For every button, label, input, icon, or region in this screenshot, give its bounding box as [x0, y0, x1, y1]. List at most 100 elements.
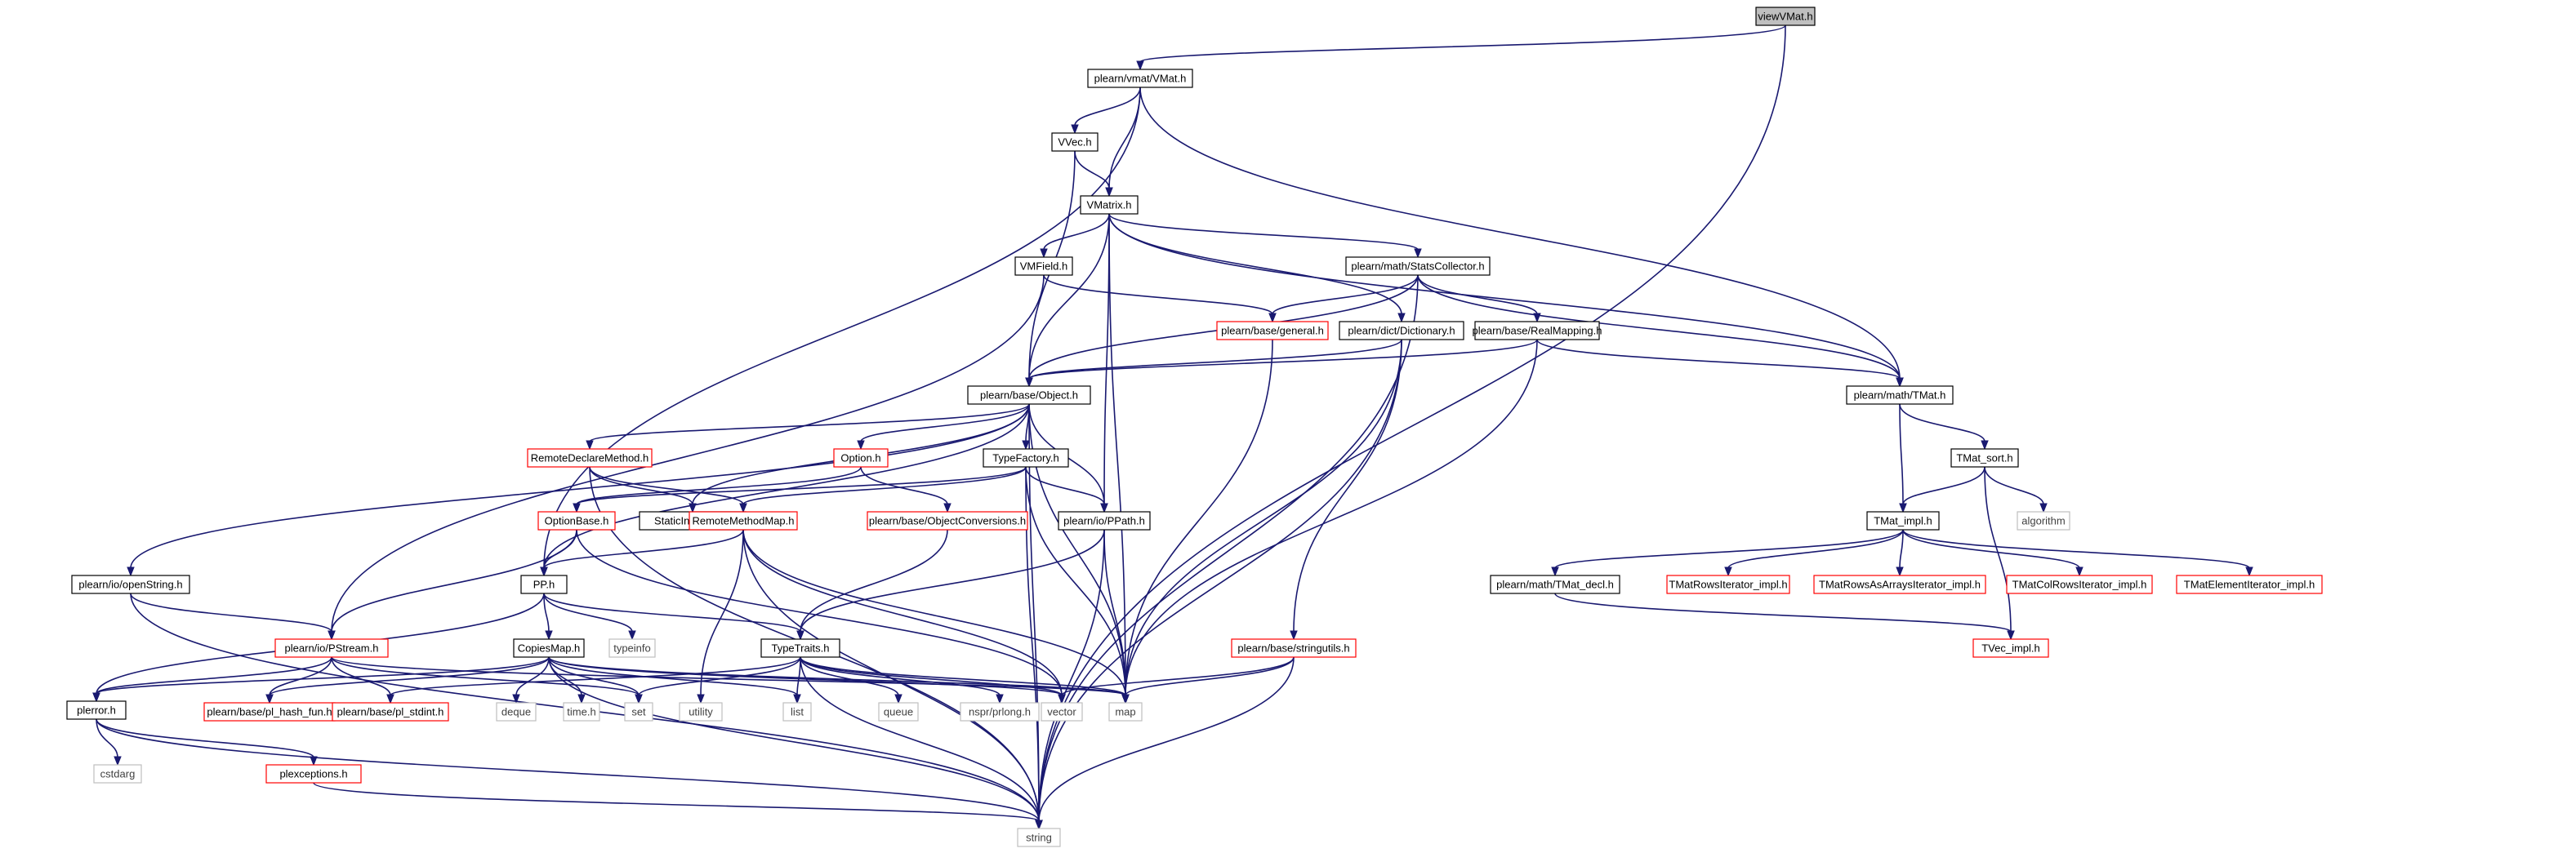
node-option-h[interactable]: Option.h [833, 448, 889, 468]
node-box [513, 638, 585, 658]
node-plearn-base-objectconversions-h[interactable]: plearn/base/ObjectConversions.h [867, 511, 1028, 531]
node-label: set [631, 705, 646, 717]
edge-plerror-h-to-cstdarg [96, 718, 122, 766]
node-typetraits-h[interactable]: TypeTraits.h [760, 638, 840, 658]
node-optionbase-h[interactable]: OptionBase.h [537, 511, 616, 531]
node-tmatcolrowsiterator-impl-h[interactable]: TMatColRowsIterator_impl.h [2006, 575, 2153, 594]
node-copiesmap-h[interactable]: CopiesMap.h [513, 638, 585, 658]
node-tmatrowsiterator-impl-h[interactable]: TMatRowsIterator_impl.h [1666, 575, 1790, 594]
node-label: TypeTraits.h [771, 642, 829, 654]
node-plearn-base-realmapping-h[interactable]: plearn/base/RealMapping.h [1473, 321, 1602, 340]
node-plearn-base-pl-stdint-h[interactable]: plearn/base/pl_stdint.h [332, 702, 449, 722]
edge-pp-h-to-typeinfo [543, 593, 636, 641]
node-utility[interactable]: utility [679, 702, 723, 722]
node-plearn-vmat-vmat-h[interactable]: plearn/vmat/VMat.h [1087, 69, 1193, 88]
node-plearn-base-stringutils-h[interactable]: plearn/base/stringutils.h [1231, 638, 1357, 658]
node-label: TMatRowsAsArraysIterator_impl.h [1819, 578, 1981, 590]
node-box [265, 764, 362, 784]
edge-pp-h-to-typetraits-h [543, 593, 804, 641]
node-box [1014, 256, 1073, 276]
node-label: algorithm [2021, 514, 2065, 526]
node-box [2017, 511, 2070, 531]
edge-viewvmat-h-to-string [1035, 24, 1786, 830]
edge-remotemethodmap-h-to-utility [697, 529, 744, 704]
node-vector[interactable]: vector [1041, 702, 1083, 722]
edge-plearn-vmat-vmat-h-to-plearn-math-tmat-h [1139, 87, 1904, 388]
node-label: VMField.h [1020, 260, 1068, 272]
edge-tmat-impl-h-to-tmatelementiterator-impl-h [1902, 529, 2253, 577]
node-box [1474, 321, 1600, 340]
node-tvec-impl-h[interactable]: TVec_impl.h [1972, 638, 2049, 658]
node-label: plearn/math/TMat_decl.h [1496, 578, 1614, 590]
node-box [679, 702, 723, 722]
node-remotedeclaremethod-h[interactable]: RemoteDeclareMethod.h [527, 448, 653, 468]
node-plerror-h[interactable]: plerror.h [66, 700, 127, 720]
edge-typetraits-h-to-set [635, 656, 801, 704]
node-box [967, 385, 1091, 405]
node-plearn-base-object-h[interactable]: plearn/base/Object.h [967, 385, 1091, 405]
node-typefactory-h[interactable]: TypeFactory.h [983, 448, 1069, 468]
node-set[interactable]: set [624, 702, 653, 722]
edge-plearn-dict-dictionary-h-to-plearn-base-object-h [1025, 339, 1402, 388]
node-plearn-io-ppath-h[interactable]: plearn/io/PPath.h [1058, 511, 1151, 531]
node-string[interactable]: string [1017, 828, 1061, 847]
node-plearn-math-tmat-h[interactable]: plearn/math/TMat.h [1846, 385, 1954, 405]
node-plearn-math-tmat-decl-h[interactable]: plearn/math/TMat_decl.h [1490, 575, 1620, 594]
node-box [983, 448, 1069, 468]
node-tmat-impl-h[interactable]: TMat_impl.h [1866, 511, 1940, 531]
node-box [782, 702, 812, 722]
edge-plearn-io-pstream-h-to-plearn-base-pl-hash-fun-h [265, 656, 332, 704]
node-tmatrowsasarraysiterator-impl-h[interactable]: TMatRowsAsArraysIterator_impl.h [1813, 575, 1986, 594]
node-box [71, 575, 190, 594]
node-typeinfo[interactable]: typeinfo [608, 638, 656, 658]
node-map[interactable]: map [1108, 702, 1143, 722]
node-label: RemoteDeclareMethod.h [531, 451, 649, 464]
edge-tmat-impl-h-to-tmatcolrowsiterator-impl-h [1902, 529, 2084, 577]
node-label: plearn/base/pl_hash_fun.h [207, 705, 332, 717]
node-box [1041, 702, 1083, 722]
node-box [1866, 511, 1940, 531]
edge-option-h-to-plearn-base-objectconversions-h [860, 466, 952, 513]
edge-plearn-base-stringutils-h-to-vector [1058, 656, 1295, 704]
edge-vmatrix-h-to-plearn-math-tmat-h [1108, 213, 1904, 388]
node-label: typeinfo [613, 642, 651, 654]
node-plexceptions-h[interactable]: plexceptions.h [265, 764, 362, 784]
node-box [93, 764, 142, 784]
node-box [689, 511, 798, 531]
edge-plearn-base-realmapping-h-to-plearn-base-object-h [1025, 339, 1538, 388]
node-vmatrix-h[interactable]: VMatrix.h [1080, 195, 1139, 215]
node-pp-h[interactable]: PP.h [520, 575, 568, 594]
node-remotemethodmap-h[interactable]: RemoteMethodMap.h [689, 511, 798, 531]
node-vmfield-h[interactable]: VMField.h [1014, 256, 1073, 276]
edge-plearn-base-object-h-to-string [1028, 403, 1043, 830]
node-label: TMat_impl.h [1874, 514, 1932, 526]
edge-plearn-math-statscollector-h-to-plearn-base-general-h [1268, 274, 1419, 323]
node-plearn-io-openstring-h[interactable]: plearn/io/openString.h [71, 575, 190, 594]
node-plearn-math-statscollector-h[interactable]: plearn/math/StatsCollector.h [1345, 256, 1491, 276]
node-nspr-prlong-h[interactable]: nspr/prlong.h [960, 702, 1040, 722]
node-time-h[interactable]: time.h [563, 702, 600, 722]
node-cstdarg[interactable]: cstdarg [93, 764, 142, 784]
node-box [66, 700, 127, 720]
node-plearn-base-general-h[interactable]: plearn/base/general.h [1216, 321, 1329, 340]
node-label: PP.h [533, 578, 555, 590]
node-list[interactable]: list [782, 702, 812, 722]
node-queue[interactable]: queue [878, 702, 919, 722]
node-vvec-h[interactable]: VVec.h [1051, 132, 1099, 152]
node-label: viewVMat.h [1758, 10, 1812, 22]
node-tmat-sort-h[interactable]: TMat_sort.h [1950, 448, 2019, 468]
node-box [527, 448, 653, 468]
node-label: TMatElementIterator_impl.h [2184, 578, 2315, 590]
node-plearn-dict-dictionary-h[interactable]: plearn/dict/Dictionary.h [1339, 321, 1464, 340]
node-label: RemoteMethodMap.h [692, 514, 794, 526]
node-viewvmat-h[interactable]: viewVMat.h [1755, 7, 1816, 26]
node-box [1108, 702, 1143, 722]
node-tmatelementiterator-impl-h[interactable]: TMatElementIterator_impl.h [2176, 575, 2323, 594]
edge-typefactory-h-to-plearn-io-ppath-h [1025, 466, 1108, 513]
node-algorithm[interactable]: algorithm [2017, 511, 2070, 531]
node-plearn-base-pl-hash-fun-h[interactable]: plearn/base/pl_hash_fun.h [203, 702, 336, 722]
node-deque[interactable]: deque [496, 702, 537, 722]
edge-tmat-impl-h-to-tmatrowsiterator-impl-h [1724, 529, 1904, 577]
edge-plearn-io-ppath-h-to-string [1035, 529, 1105, 830]
node-plearn-io-pstream-h[interactable]: plearn/io/PStream.h [274, 638, 389, 658]
